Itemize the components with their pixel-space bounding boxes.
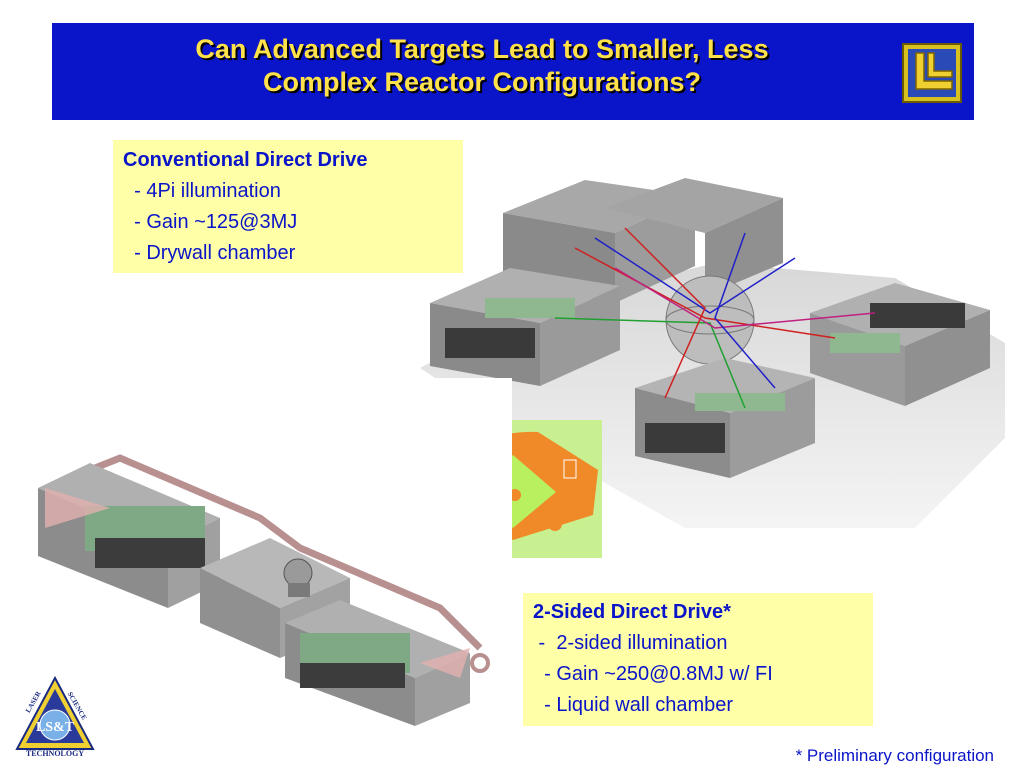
title-banner: Can Advanced Targets Lead to Smaller, Le…: [52, 23, 974, 120]
title-line-2: Complex Reactor Configurations?: [262, 67, 702, 97]
lst-logo-icon: LS&T LASER SCIENCE TECHNOLOGY: [15, 675, 95, 757]
title-line-1: Can Advanced Targets Lead to Smaller, Le…: [195, 34, 769, 64]
conventional-item-1: - 4Pi illumination: [123, 180, 281, 202]
conventional-direct-drive-box: Conventional Direct Drive - 4Pi illumina…: [113, 140, 463, 273]
conventional-reactor-illustration: [415, 138, 1010, 533]
lst-logo-technology: TECHNOLOGY: [26, 749, 84, 757]
conventional-item-2: - Gain ~125@3MJ: [123, 211, 298, 233]
llnl-logo-icon: [902, 43, 962, 103]
conventional-item-3: - Drywall chamber: [123, 242, 296, 264]
two-sided-direct-drive-box: 2-Sided Direct Drive* - 2-sided illumina…: [523, 593, 873, 726]
conventional-heading: Conventional Direct Drive: [123, 149, 368, 171]
lst-logo-center: LS&T: [36, 720, 75, 735]
two-sided-reactor-illustration: [0, 378, 512, 726]
two-sided-item-2: - Gain ~250@0.8MJ w/ FI: [533, 663, 773, 685]
two-sided-item-3: - Liquid wall chamber: [533, 694, 734, 716]
footnote: * Preliminary configuration: [795, 746, 994, 765]
two-sided-heading: 2-Sided Direct Drive*: [533, 601, 731, 623]
two-sided-item-1: - 2-sided illumination: [533, 632, 728, 654]
slide-title: Can Advanced Targets Lead to Smaller, Le…: [112, 33, 852, 99]
